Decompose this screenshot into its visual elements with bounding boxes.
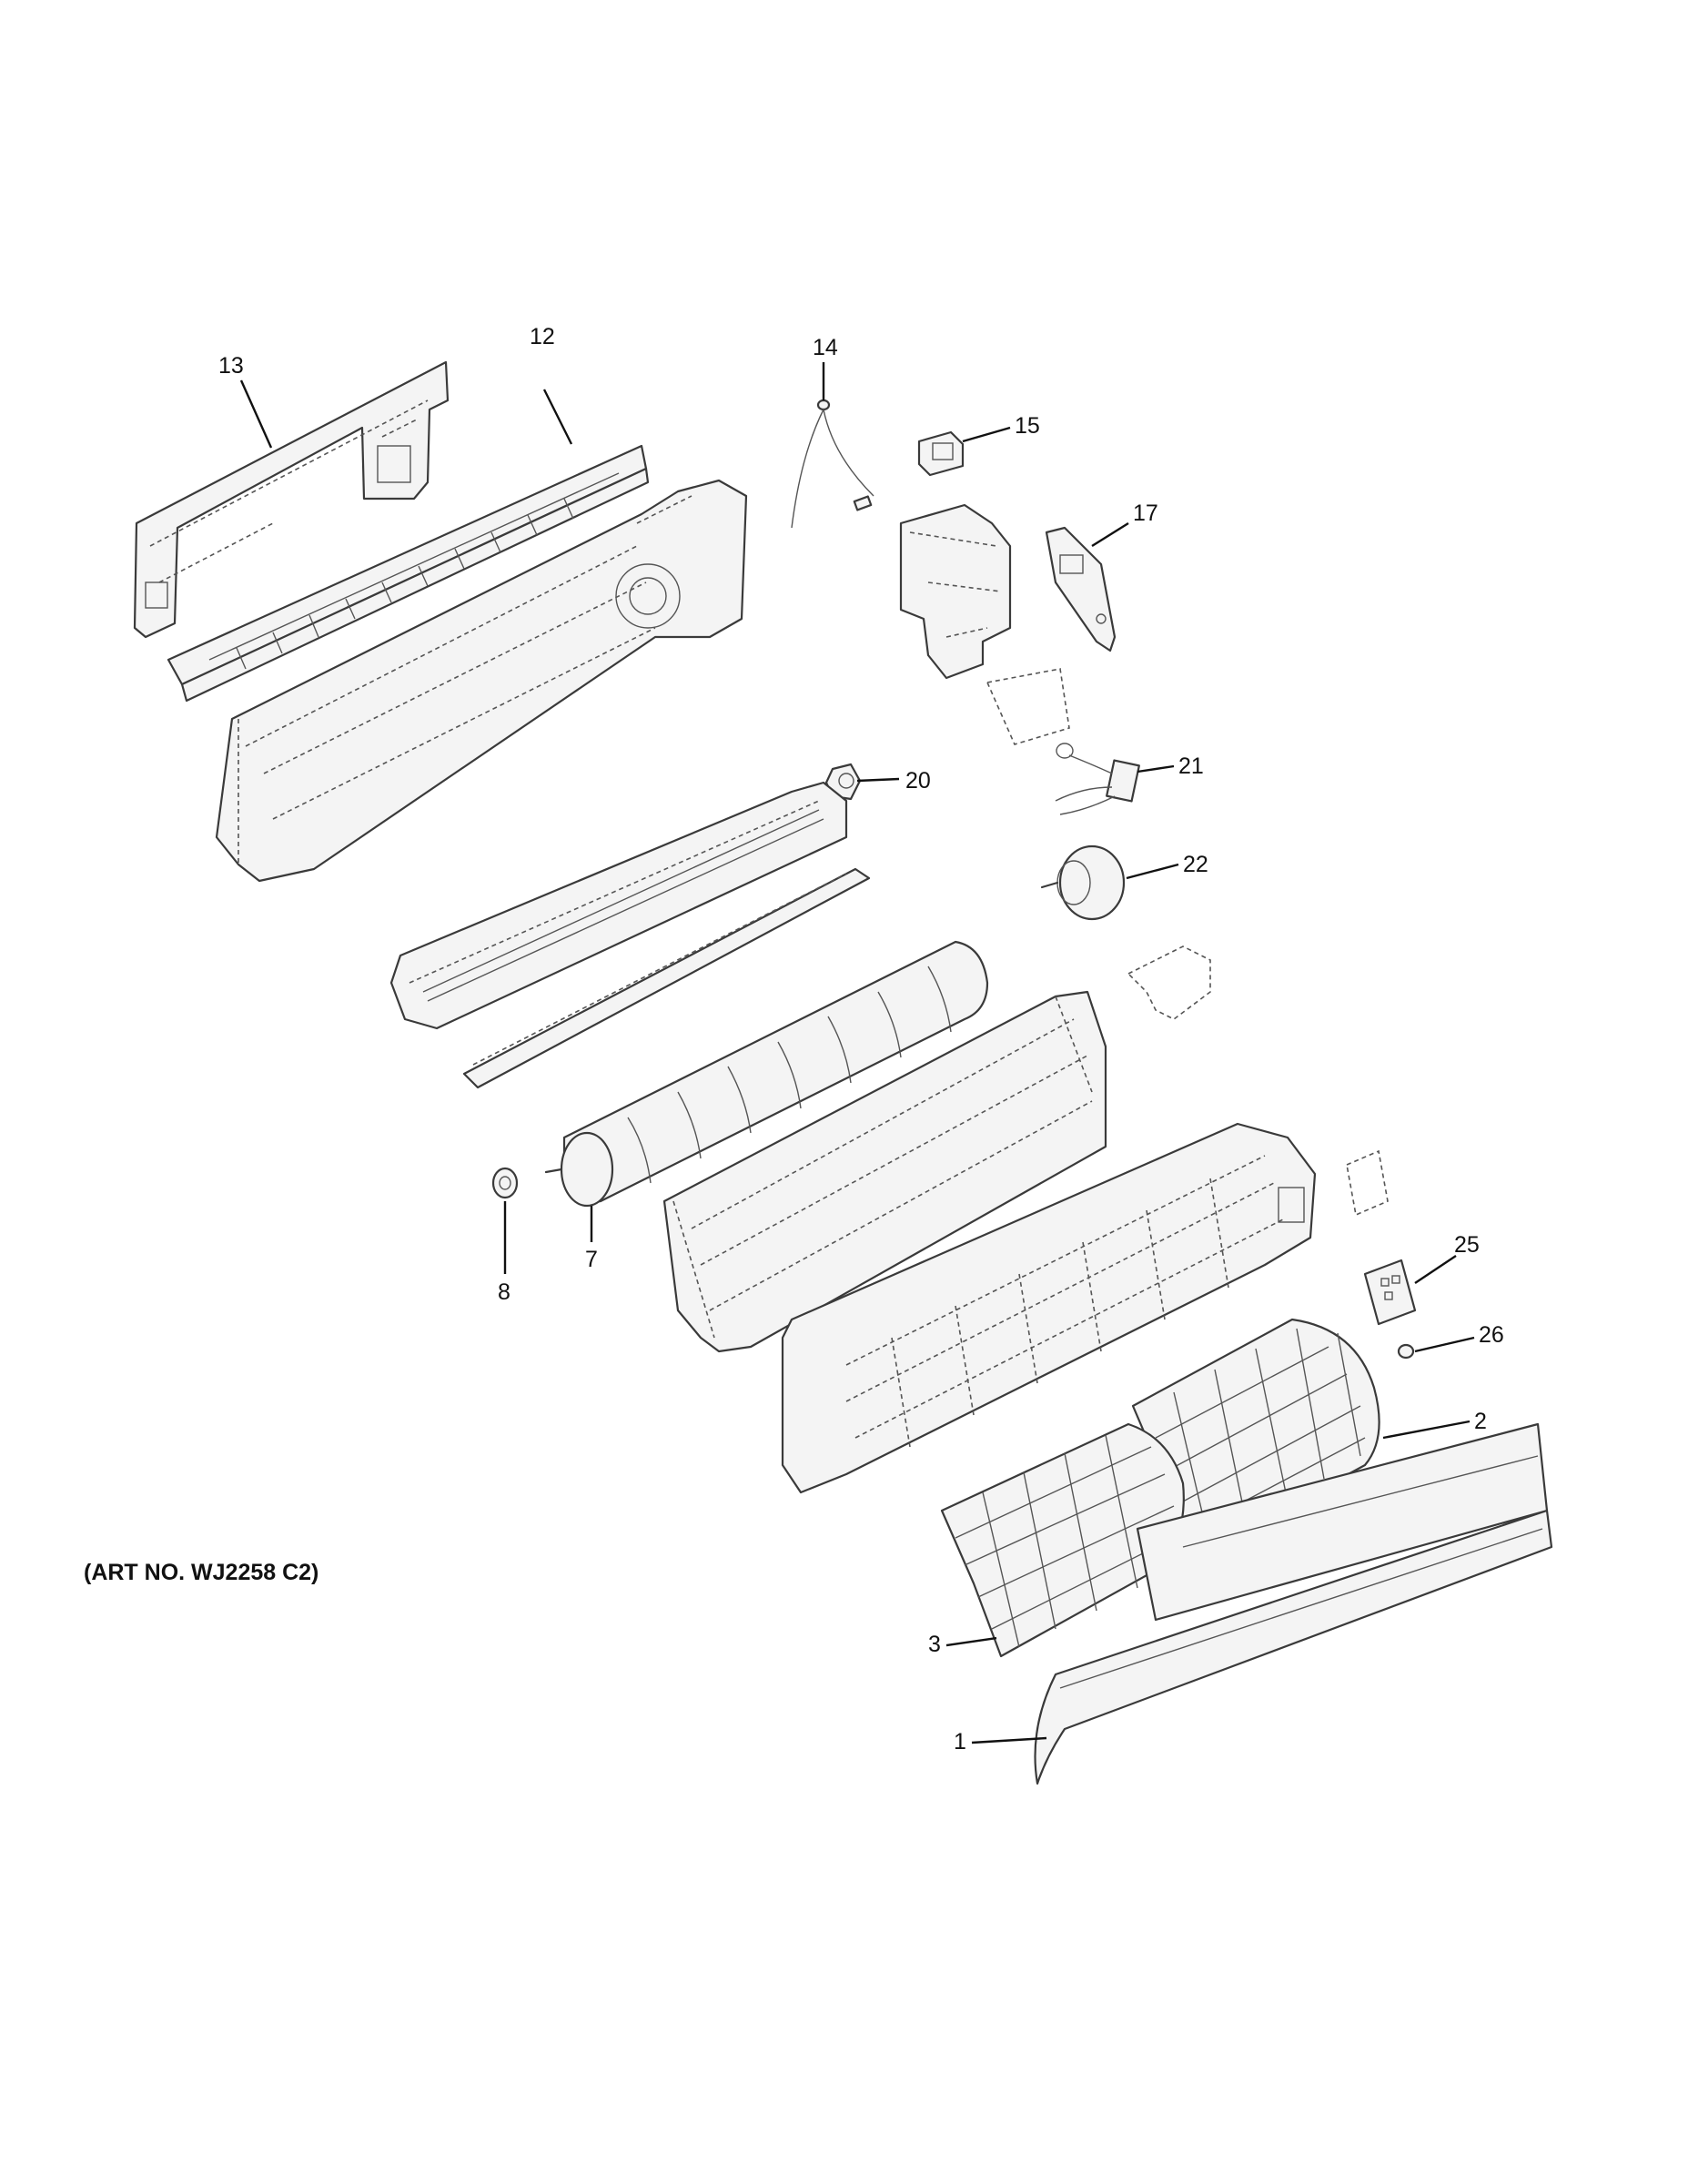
- part-26-small-knob[interactable]: [1397, 1343, 1415, 1360]
- leader-26: [1414, 1336, 1475, 1353]
- leader-15: [962, 426, 1011, 443]
- callout-15: 15: [1015, 413, 1040, 439]
- leader-17: [1091, 521, 1129, 548]
- callout-21: 21: [1178, 753, 1204, 779]
- part-22-fan-motor[interactable]: [1040, 844, 1126, 921]
- leader-13: [239, 379, 273, 449]
- callout-13: 13: [218, 353, 244, 379]
- part-1-front-cover[interactable]: [1034, 1509, 1553, 1785]
- part-14-thermistor[interactable]: [791, 399, 874, 529]
- callout-20: 20: [905, 768, 931, 794]
- part-17-pcb-bracket[interactable]: [1045, 526, 1117, 652]
- part-15-cube-cap[interactable]: [917, 430, 965, 477]
- callout-8: 8: [498, 1279, 510, 1305]
- callout-12: 12: [530, 324, 555, 349]
- leader-3: [945, 1636, 997, 1647]
- leader-1: [971, 1736, 1047, 1744]
- leader-25: [1414, 1255, 1457, 1284]
- part-13-mounting-plate[interactable]: [133, 360, 450, 639]
- chassis-back-body[interactable]: [215, 479, 748, 883]
- leader-12: [542, 389, 573, 445]
- leader-22: [1126, 863, 1179, 880]
- callout-labels: 13 12 14 15 17 20 21 22 8 7 25 26 2 3 1: [218, 324, 1504, 1754]
- callout-25: 25: [1454, 1232, 1480, 1258]
- louver-drain-assembly[interactable]: [389, 781, 871, 1089]
- callout-22: 22: [1183, 852, 1208, 877]
- leader-20: [856, 777, 900, 783]
- motor-bracket[interactable]: [1127, 945, 1211, 1020]
- front-frame-body[interactable]: [781, 1122, 1317, 1494]
- callout-2: 2: [1474, 1409, 1487, 1434]
- part-12-top-grille[interactable]: [167, 444, 650, 703]
- evaporator-coil[interactable]: [662, 990, 1107, 1353]
- part-21-wire-harness[interactable]: [1055, 743, 1140, 815]
- part-8-bearing[interactable]: [491, 1167, 519, 1199]
- part-25-display-pcb[interactable]: [1363, 1259, 1417, 1326]
- leader-2: [1382, 1420, 1471, 1440]
- callout-14: 14: [813, 335, 838, 360]
- art-number-caption: (ART NO. WJ2258 C2): [84, 1560, 319, 1585]
- leader-lines: [239, 362, 1475, 1744]
- display-bracket[interactable]: [1346, 1149, 1389, 1217]
- callout-1: 1: [954, 1729, 966, 1754]
- part-7-cross-flow-fan[interactable]: [544, 940, 989, 1208]
- callout-7: 7: [585, 1247, 598, 1272]
- callout-17: 17: [1133, 500, 1158, 526]
- callout-3: 3: [928, 1632, 941, 1657]
- callout-26: 26: [1479, 1322, 1504, 1348]
- leader-21: [1137, 764, 1175, 774]
- control-box-housing[interactable]: [899, 503, 1070, 745]
